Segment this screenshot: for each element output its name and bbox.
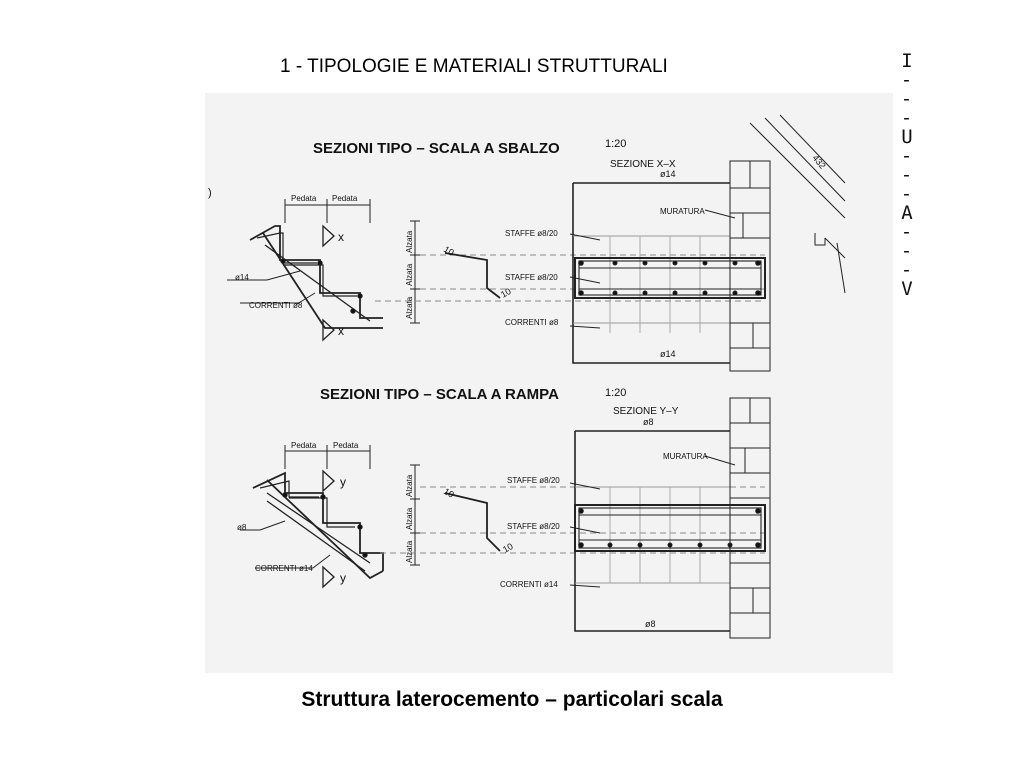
top-alzata-1: Alzata <box>405 230 414 253</box>
bottom-dim-10a: 10 <box>442 486 456 500</box>
iuav-logo: I - - - U - - - A - - - V <box>890 52 924 299</box>
slide-title: 1 - TIPOLOGIE E MATERIALI STRUTTURALI <box>280 56 668 77</box>
top-bar-top: ø14 <box>660 169 676 179</box>
top-dim-10a: 10 <box>442 244 456 258</box>
top-masonry <box>729 160 771 372</box>
top-staffe-2: STAFFE ø8/20 <box>505 273 558 282</box>
logo-letter-u: U <box>901 126 913 148</box>
bottom-correnti: CORRENTI ø14 <box>500 580 558 589</box>
top-cut-arrow-1 <box>322 224 335 248</box>
corner-mark: ) <box>208 187 212 199</box>
top-pedata-1: Pedata <box>291 194 317 203</box>
logo-letter-a: A <box>901 202 913 224</box>
bottom-hook <box>444 492 501 552</box>
technical-drawing: ) 432 SEZIONI TIPO – SCALA A SBALZO 1:20… <box>205 93 893 673</box>
top-stair-profile <box>249 225 383 329</box>
bottom-title: SEZIONI TIPO – SCALA A RAMPA <box>320 386 559 403</box>
top-scale: 1:20 <box>605 138 626 150</box>
bottom-pedata-1: Pedata <box>291 441 317 450</box>
top-stair-correnti: CORRENTI ø8 <box>249 301 303 310</box>
drawing-svg: ) 432 SEZIONI TIPO – SCALA A SBALZO 1:20… <box>208 114 846 639</box>
bottom-masonry <box>729 397 771 639</box>
top-staffe-1: STAFFE ø8/20 <box>505 229 558 238</box>
top-hook <box>444 252 501 299</box>
bottom-cut-arrow-2 <box>322 565 335 589</box>
bottom-pedata-2: Pedata <box>333 441 359 450</box>
bottom-alzata-3: Alzata <box>405 540 414 563</box>
bottom-cut-label-2: y <box>340 571 346 585</box>
bottom-staffe-1: STAFFE ø8/20 <box>507 476 560 485</box>
top-pedata-dimension <box>284 199 371 223</box>
bottom-muratura: MURATURA <box>663 452 708 461</box>
bottom-bar-bottom: ø8 <box>645 619 656 629</box>
bottom-bar-top: ø8 <box>643 417 654 427</box>
slide-caption: Struttura laterocemento – particolari sc… <box>301 688 723 711</box>
top-dim-10b: 10 <box>499 286 513 300</box>
top-alzata-2: Alzata <box>405 263 414 286</box>
top-correnti: CORRENTI ø8 <box>505 318 559 327</box>
roof-detail <box>749 114 846 294</box>
logo-separator: - - - <box>900 145 914 205</box>
bottom-section-name: SEZIONE Y–Y <box>613 406 679 417</box>
bottom-section-frame <box>574 430 766 632</box>
top-title: SEZIONI TIPO – SCALA A SBALZO <box>313 140 560 157</box>
logo-letter-i: I <box>901 50 913 72</box>
top-cut-arrow-2 <box>322 318 335 342</box>
bottom-cut-label-1: y <box>340 475 346 489</box>
top-bar-bottom: ø14 <box>660 349 676 359</box>
logo-letter-v: V <box>901 278 913 300</box>
bottom-staffe-2: STAFFE ø8/20 <box>507 522 560 531</box>
top-alzata-3: Alzata <box>405 296 414 319</box>
top-pedata-2: Pedata <box>332 194 358 203</box>
top-stair-bar: ø14 <box>235 273 249 282</box>
top-section-name: SEZIONE X–X <box>610 159 676 170</box>
bottom-alzata-2: Alzata <box>405 507 414 530</box>
bottom-stair-correnti: CORRENTI ø14 <box>255 564 313 573</box>
bottom-cut-arrow-1 <box>322 469 335 493</box>
bottom-stair-bar: ø8 <box>237 523 247 532</box>
bottom-dim-10b: 10 <box>501 541 515 555</box>
bottom-pedata-dimension <box>284 445 371 469</box>
top-muratura: MURATURA <box>660 207 705 216</box>
bottom-scale: 1:20 <box>605 387 626 399</box>
bottom-stair-profile <box>252 471 384 580</box>
logo-separator: - - - <box>900 221 914 281</box>
top-cut-label-2: x <box>338 324 344 338</box>
top-cut-label-1: x <box>338 230 344 244</box>
logo-separator: - - - <box>900 69 914 129</box>
bottom-alzata-1: Alzata <box>405 474 414 497</box>
